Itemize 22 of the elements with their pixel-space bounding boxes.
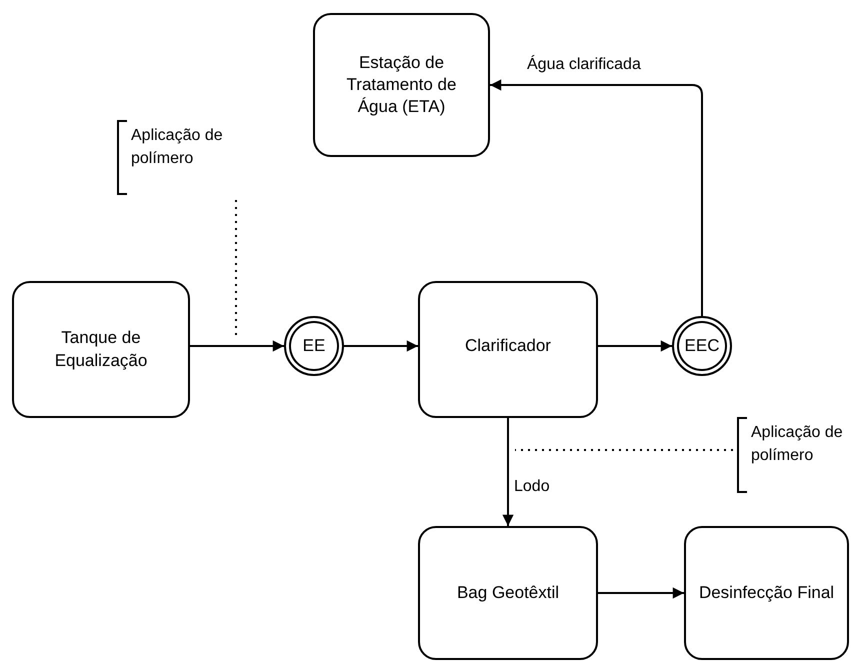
arrow [598, 587, 684, 599]
node-label: Estação de Tratamento de Água (ETA) [346, 52, 458, 118]
arrow [598, 340, 672, 352]
node-label: Desinfecção Final [698, 582, 834, 604]
annotation-text: Aplicação de polímero [751, 424, 843, 464]
node-label: Tanque de Equalização [54, 327, 148, 372]
process-box [684, 526, 849, 660]
arrow [190, 340, 284, 352]
process-box [12, 281, 190, 418]
process-box [313, 13, 490, 157]
annotation-text: Aplicação de polímero [131, 127, 223, 168]
process-box [418, 526, 598, 660]
process-box [418, 281, 598, 418]
arrow [490, 79, 703, 316]
edge-label: Água clarificada [525, 56, 643, 74]
leader-line [515, 449, 733, 451]
node-label: Bag Geotêxtil [456, 582, 560, 604]
node-label: Clarificador [465, 335, 551, 357]
node-label: EE [302, 336, 326, 356]
node-label: EEC [684, 336, 720, 356]
arrow [502, 418, 514, 526]
arrow [344, 340, 418, 352]
